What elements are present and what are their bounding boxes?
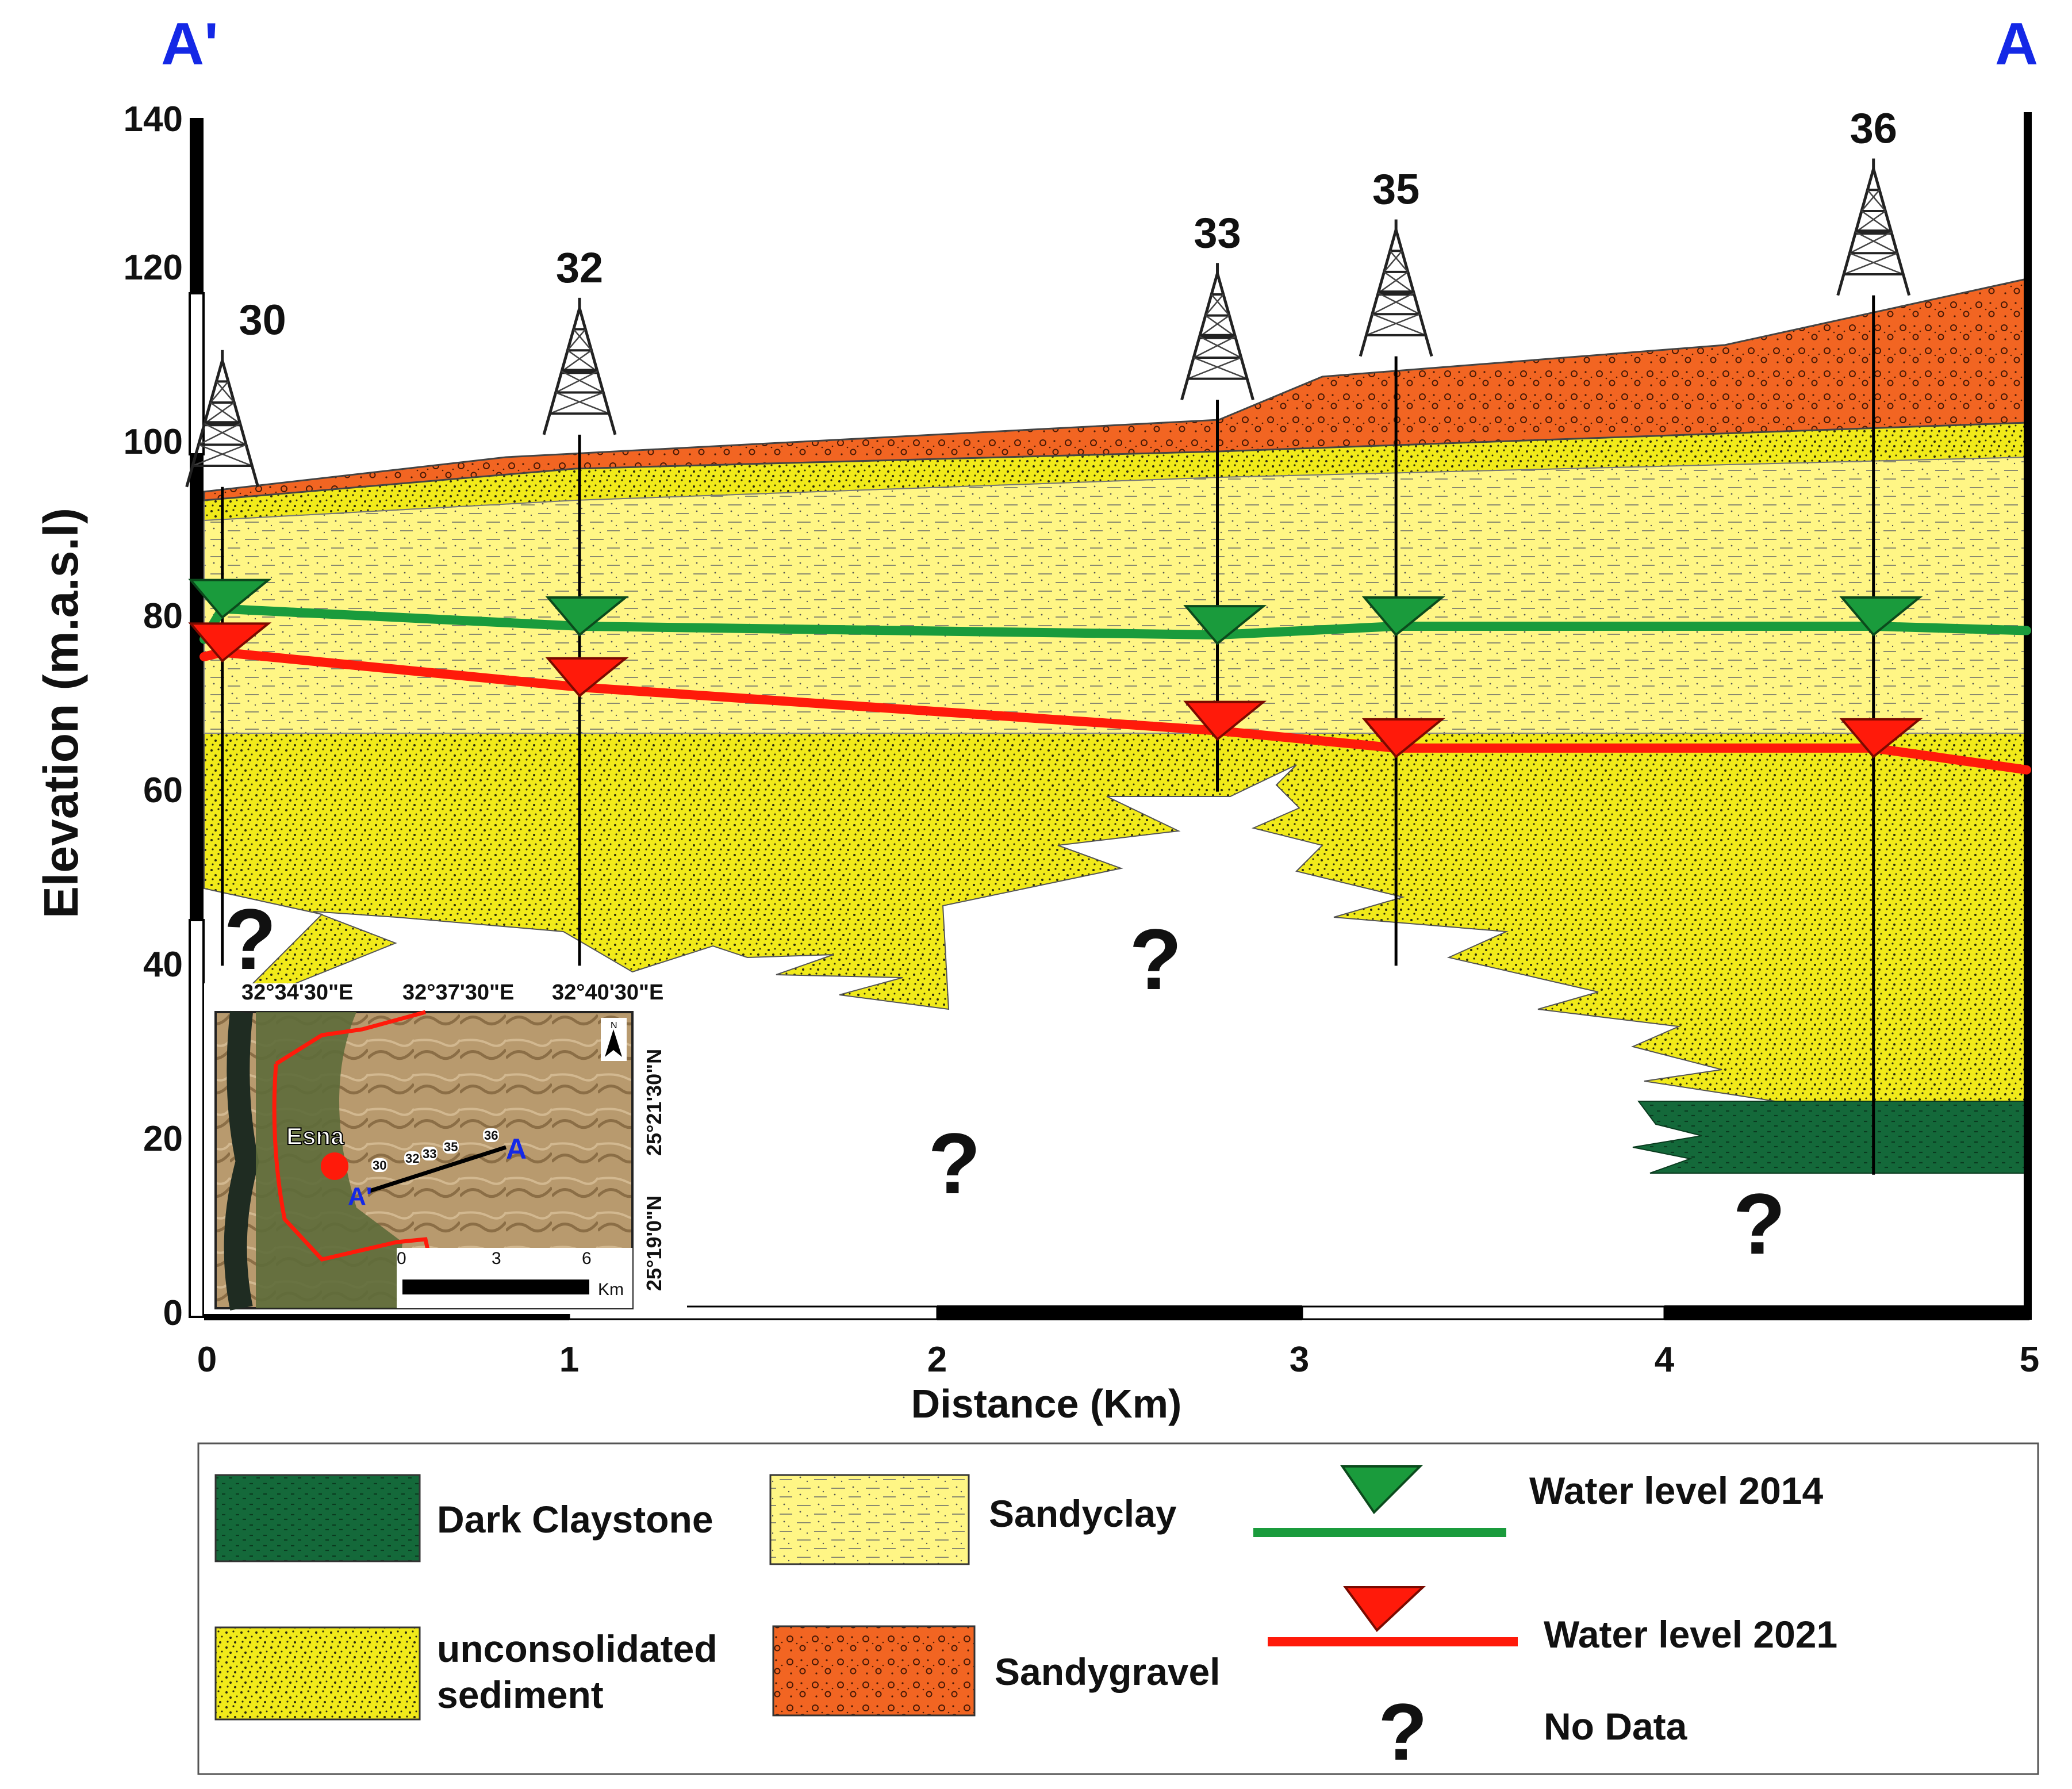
- x-tick-label: 3: [1290, 1340, 1309, 1380]
- well-label: 32: [556, 244, 603, 292]
- map-lon-label: 32°34'30"E: [241, 980, 353, 1005]
- y-axis-title: Elevation (m.a.s.l): [34, 508, 88, 918]
- y-tick-label: 80: [143, 596, 183, 636]
- derrick-icon: [1359, 219, 1433, 357]
- map-well-label: 33: [423, 1147, 436, 1161]
- x-tick-label: 2: [927, 1340, 947, 1380]
- esna-marker: [321, 1152, 348, 1180]
- no-data-mark: ?: [1733, 1175, 1786, 1272]
- water-level-markers: [188, 579, 1923, 758]
- section-label-a-prime: A': [161, 11, 218, 78]
- derrick-icon: [542, 297, 617, 435]
- map-well-label: 36: [484, 1128, 498, 1143]
- y-tick-label: 40: [143, 945, 183, 984]
- legend-triangle-2014: [1340, 1465, 1423, 1515]
- map-start-label: A': [348, 1182, 372, 1210]
- legend: Dark Claystone Sandyclay Water level 201…: [197, 1442, 2039, 1777]
- legend-label-water-2014: Water level 2014: [1529, 1469, 1824, 1512]
- legend-swatch-sandygravel: [772, 1625, 976, 1717]
- x-tick-label: 4: [1655, 1340, 1675, 1380]
- legend-triangle-2021: [1343, 1586, 1426, 1633]
- y-tick-label: 100: [124, 422, 183, 462]
- map-scale-tick: 6: [582, 1249, 592, 1268]
- legend-label-dark-claystone: Dark Claystone: [437, 1498, 713, 1541]
- water-2014-marker: [1183, 605, 1267, 645]
- y-tick-label: 140: [124, 99, 183, 139]
- well-label: 35: [1372, 166, 1419, 213]
- legend-swatch-unconsolidated: [214, 1626, 421, 1721]
- derrick-icon: [1836, 158, 1911, 296]
- no-data-mark: ?: [1129, 911, 1182, 1007]
- legend-label-sandygravel: Sandygravel: [995, 1650, 1221, 1693]
- water-2021-marker: [188, 622, 272, 663]
- y-tick-label: 0: [163, 1293, 183, 1333]
- legend-frame: [197, 1442, 2039, 1775]
- x-tick-label: 0: [197, 1340, 217, 1380]
- legend-swatch-dark-claystone: [214, 1474, 421, 1562]
- map-lat-label: 25°21'30"N: [642, 1049, 666, 1156]
- map-well-label: 35: [444, 1140, 458, 1154]
- map-end-label: A: [506, 1133, 527, 1165]
- dark-claystone-layer: [1632, 1101, 2027, 1174]
- derrick-icon: [185, 350, 260, 488]
- map-scale-unit: Km: [598, 1280, 624, 1299]
- y-tick-label: 60: [143, 771, 183, 810]
- map-city-label: Esna: [286, 1123, 344, 1150]
- well-label: 36: [1850, 105, 1897, 152]
- x-tick-label: 5: [2020, 1340, 2039, 1380]
- legend-label-water-2021: Water level 2021: [1544, 1613, 1837, 1656]
- map-north-label: N: [611, 1021, 617, 1031]
- map-lon-label: 32°37'30"E: [402, 980, 514, 1005]
- water-2014-marker: [1839, 596, 1923, 637]
- x-axis-ticks: 0 1 2 3 4 5: [197, 1340, 2039, 1380]
- water-2014-marker: [1361, 596, 1445, 637]
- wells-group: 30 32 33 35 36: [185, 105, 1911, 1175]
- map-scale-bar: [402, 1280, 589, 1294]
- map-well-label: 30: [373, 1158, 386, 1173]
- water-2014-marker: [545, 596, 629, 637]
- map-scale-tick: 0: [397, 1249, 406, 1268]
- map-lon-label: 32°40'30"E: [552, 980, 663, 1005]
- water-2021-marker: [1183, 700, 1267, 741]
- geology-layers: [203, 278, 2028, 1174]
- water-2021-marker: [1839, 718, 1923, 758]
- y-axis-ticks: 0 20 40 60 80 100 120 140: [124, 99, 183, 1333]
- inset-map: 32°34'30"E 32°37'30"E 32°40'30"E Esna A'…: [204, 980, 687, 1314]
- map-lat-label: 25°19'0"N: [642, 1196, 666, 1291]
- map-image: Esna A' A 30 32 33 35 36 N 0: [214, 1010, 634, 1311]
- legend-swatch-sandyclay: [769, 1474, 970, 1565]
- no-data-marks: ? ? ? ?: [224, 891, 1786, 1272]
- legend-label-no-data: No Data: [1544, 1705, 1688, 1748]
- no-data-mark: ?: [928, 1115, 981, 1212]
- section-label-a: A: [1995, 11, 2038, 78]
- water-2021-marker: [1361, 718, 1445, 758]
- well-label: 30: [239, 296, 286, 344]
- map-scale-tick: 3: [492, 1249, 501, 1268]
- y-tick-label: 20: [143, 1119, 183, 1159]
- legend-label-unconsolidated: unconsolidated: [437, 1627, 717, 1670]
- water-2014-marker: [188, 579, 272, 619]
- legend-label-sandyclay: Sandyclay: [989, 1492, 1177, 1535]
- well-label: 33: [1194, 209, 1241, 256]
- legend-no-data-symbol: ?: [1378, 1687, 1428, 1777]
- no-data-mark: ?: [224, 891, 277, 987]
- derrick-icon: [1180, 263, 1254, 400]
- x-axis-title: Distance (Km): [911, 1381, 1182, 1426]
- unconsolidated-sediment-layer: [204, 733, 2027, 1105]
- north-arrow-icon: [605, 1029, 622, 1057]
- water-2021-marker: [545, 657, 629, 698]
- legend-label-unconsolidated-2: sediment: [437, 1673, 604, 1716]
- x-tick-label: 1: [559, 1340, 579, 1380]
- y-tick-label: 120: [124, 248, 183, 288]
- map-well-label: 32: [405, 1151, 419, 1166]
